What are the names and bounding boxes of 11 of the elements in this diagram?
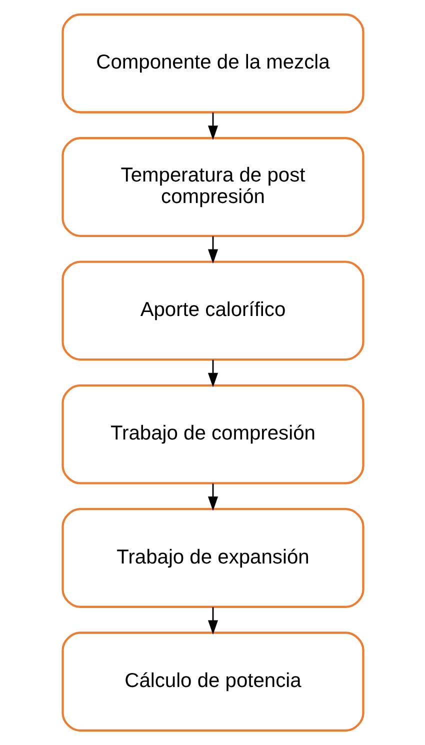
- node-box: Trabajo de compresión: [61, 384, 364, 484]
- arrow: [207, 607, 218, 635]
- arrow: [207, 236, 218, 264]
- node-box: Cálculo de potencia: [61, 632, 364, 732]
- arrow: [207, 112, 218, 140]
- node-box: Trabajo de expansión: [61, 508, 364, 608]
- node-box: Aporte calorífico: [61, 260, 364, 361]
- node-box: Temperatura de post compresión: [61, 137, 364, 237]
- arrow: [207, 484, 218, 511]
- node-box: Componente de la mezcla: [61, 13, 364, 114]
- arrow: [207, 360, 218, 388]
